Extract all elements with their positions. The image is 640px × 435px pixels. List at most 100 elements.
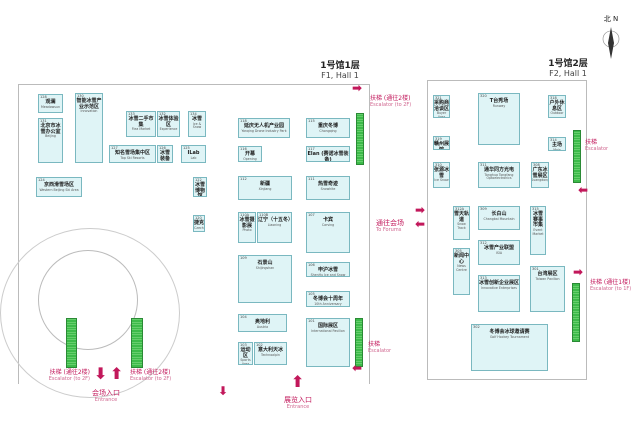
booth-number: 110B	[259, 213, 269, 217]
booth-number: 109	[240, 256, 247, 260]
booth-number: 319	[435, 137, 442, 141]
booth-name: 冰雪博物馆	[194, 181, 205, 197]
booth-number: 124	[38, 178, 45, 182]
booth-number: 116	[240, 147, 247, 151]
compass-label: 北 N	[603, 15, 619, 23]
booth-name-en: Photo	[242, 228, 252, 233]
booth-name: 冰雪创新企业展区	[479, 279, 520, 286]
booth-name-en: Equipment	[158, 162, 172, 163]
booth-number: 131	[40, 119, 47, 123]
escalator[interactable]	[131, 318, 143, 368]
booth-name-en: Chongqing	[319, 128, 337, 133]
booth-number: 106	[308, 263, 315, 267]
booth-122[interactable]: 122冰雪博物馆Museum	[193, 177, 207, 197]
booth-number: 308	[533, 163, 540, 167]
escalator[interactable]	[355, 318, 363, 367]
arrow-left-icon: ⬅	[352, 361, 363, 375]
booth-number: 134	[190, 112, 197, 116]
booth-name-en: Experience	[159, 127, 178, 132]
escalator[interactable]	[573, 130, 581, 183]
booth-name: 冰雪装备	[159, 149, 170, 162]
booth-name: 申沪冰雪	[317, 266, 338, 273]
booth-number: 102	[256, 343, 263, 347]
booth-name: 冬博会冰球邀请赛	[489, 328, 530, 335]
booth-319[interactable]: 319赣州展馆Ganzhou	[433, 136, 450, 150]
escalator[interactable]	[66, 318, 77, 368]
escalator[interactable]	[572, 283, 580, 342]
arrow-down-icon: ⬇	[94, 364, 108, 383]
booth-number: 125	[183, 146, 190, 150]
booth-number: 128	[40, 95, 47, 99]
arrow-up-icon: ⬆	[110, 364, 124, 383]
booth-name: 主场	[551, 141, 562, 148]
booth-name-en: Ice & Snow	[192, 121, 202, 130]
booth-number: 312	[480, 241, 487, 245]
booth-name-en: Event Market	[532, 228, 544, 236]
booth-number: 310	[435, 163, 442, 167]
booth-name: 智能冰雪产业示范区	[76, 97, 102, 110]
hall2-title: 1号馆2层 F2, Hall 1	[548, 59, 588, 78]
booth-name: 采购商洽谈区	[434, 99, 450, 112]
booth-name: 广东冰雪展区	[532, 166, 548, 179]
booth-name: 户外休息区	[549, 99, 565, 112]
booth-name-en: Changbai Mountain	[483, 216, 515, 221]
booth-number: 107	[308, 213, 315, 217]
booth-126[interactable]: 126冰雪装备Equipment	[157, 145, 173, 163]
booth-name: 长白山	[491, 210, 507, 217]
booth-name-en: Beijing	[45, 134, 56, 139]
booth-name: 冰雪产业联盟	[483, 244, 514, 251]
booth-number: 311	[480, 163, 487, 167]
booth-number: 130	[77, 94, 84, 98]
booth-name-en: Buyer Area	[436, 111, 447, 118]
booth-number: 103	[240, 343, 247, 347]
escalator[interactable]	[356, 113, 364, 165]
escalator-label: 扶梯 (通往2楼)Escalator (to 2F)	[48, 369, 90, 382]
booth-name-en: Ice Snow	[434, 178, 449, 183]
